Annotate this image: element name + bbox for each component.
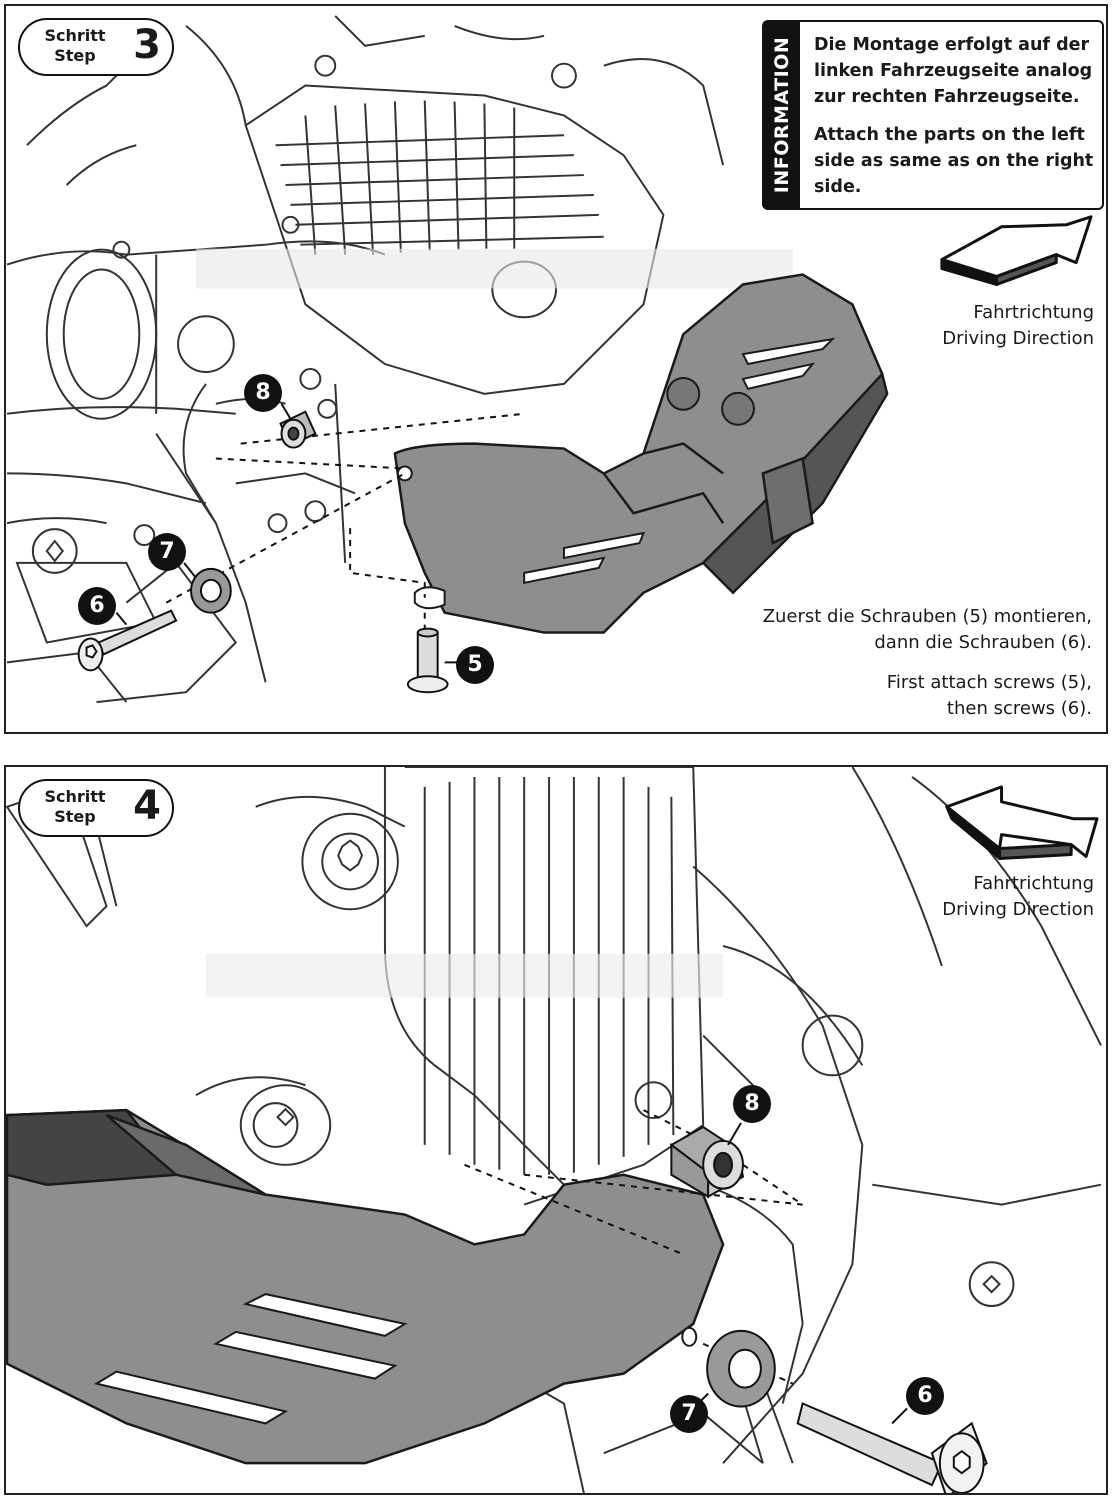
instructions-english: First attach screws (5), then screws (6)… <box>763 670 1092 722</box>
step-3-panel: Schritt Step 3 INFORMATION Die Montage e… <box>4 4 1108 734</box>
step-number: 4 <box>133 783 161 829</box>
step-badge-label: Schritt Step <box>32 787 118 827</box>
information-text: Die Montage erfolgt auf der linken Fahrz… <box>814 32 1096 212</box>
information-tab: INFORMATION <box>764 22 800 208</box>
callout-washer-7: 7 <box>148 533 186 571</box>
step-badge-outline <box>18 18 174 76</box>
callout-spacer-8: 8 <box>733 1085 771 1123</box>
step-4-panel: Schritt Step 4 Fahrtrichtung Driving Dir… <box>4 765 1108 1495</box>
driving-direction-english: Driving Direction <box>942 328 1094 349</box>
step-4-engine-illustration <box>6 767 1102 1493</box>
callout-bolt-6: 6 <box>906 1377 944 1415</box>
schritt-label: Schritt <box>44 26 106 45</box>
schritt-label: Schritt <box>44 787 106 806</box>
driving-direction-german: Fahrtrichtung <box>973 873 1094 894</box>
information-text-english: Attach the parts on the left side as sam… <box>814 125 1094 197</box>
step-3-badge: Schritt Step 3 <box>18 18 176 78</box>
instruction-german-line-1: Zuerst die Schrauben (5) montieren, <box>762 606 1092 627</box>
assembly-instructions: Zuerst die Schrauben (5) montieren, dann… <box>763 604 1092 732</box>
information-text-german: Die Montage erfolgt auf der linken Fahrz… <box>814 35 1093 107</box>
instruction-english-line-2: then screws (6). <box>946 698 1092 719</box>
callout-screw-5: 5 <box>456 646 494 684</box>
driving-direction-label: Fahrtrichtung Driving Direction <box>942 300 1094 352</box>
instruction-german-line-2: dann die Schrauben (6). <box>874 632 1092 653</box>
driving-direction-german: Fahrtrichtung <box>973 302 1094 323</box>
instruction-english-line-1: First attach screws (5), <box>886 672 1092 693</box>
information-box: INFORMATION Die Montage erfolgt auf der … <box>762 20 1104 210</box>
callout-bolt-6: 6 <box>78 587 116 625</box>
step-label: Step <box>54 807 96 826</box>
driving-direction-english: Driving Direction <box>942 899 1094 920</box>
driving-direction-label: Fahrtrichtung Driving Direction <box>942 871 1094 923</box>
step-3-engine-illustration <box>6 15 1093 704</box>
callout-spacer-8: 8 <box>244 374 282 412</box>
step-badge-outline <box>18 779 174 837</box>
step-badge-label: Schritt Step <box>32 26 118 66</box>
callout-washer-7: 7 <box>670 1395 708 1433</box>
step-number: 3 <box>133 22 161 68</box>
information-tab-label: INFORMATION <box>771 36 793 194</box>
instructions-german: Zuerst die Schrauben (5) montieren, dann… <box>763 604 1092 656</box>
step-label: Step <box>54 46 96 65</box>
step-4-badge: Schritt Step 4 <box>18 779 176 839</box>
